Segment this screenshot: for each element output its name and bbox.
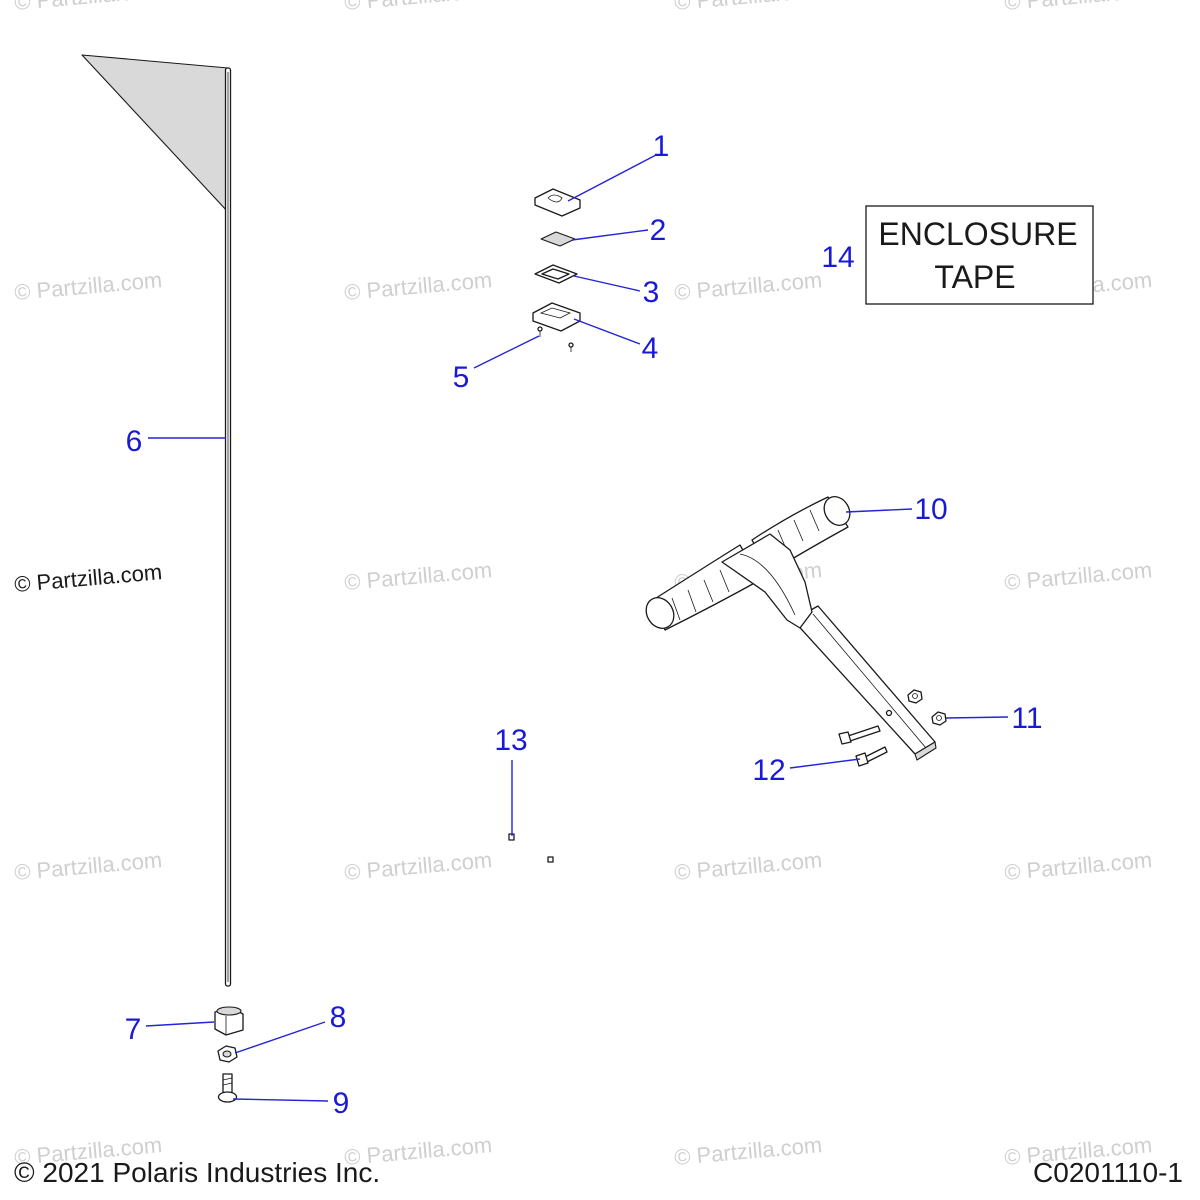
callout-6: 6: [126, 425, 143, 458]
leader-3: [573, 275, 641, 292]
callout-4: 4: [642, 332, 659, 365]
bolt-head: [217, 1091, 238, 1103]
watermark: © Partzilla.com: [343, 847, 493, 885]
callout-5: 5: [453, 361, 470, 394]
watermark-dark: © Partzilla.com: [13, 559, 163, 597]
diagram-code: C0201110-1: [1033, 1157, 1183, 1188]
leader-7: [145, 1021, 215, 1027]
watermark: © Partzilla.com: [1003, 847, 1153, 885]
leader-5: [473, 335, 540, 369]
callout-7: 7: [125, 1013, 142, 1046]
leader-2: [571, 229, 649, 241]
watermark: © Partzilla.com: [1003, 557, 1153, 595]
callout-11: 11: [1011, 702, 1042, 735]
t-handle-end-cap-left: [645, 597, 675, 629]
handle-nut-1: [907, 689, 923, 704]
callout-3: 3: [643, 276, 660, 309]
small-screws: [508, 833, 554, 863]
callout-10: 10: [914, 493, 947, 526]
leader-11: [945, 716, 1009, 719]
module-pad: [540, 231, 576, 247]
leader-10: [845, 508, 913, 513]
handle-nut-2: [931, 711, 947, 726]
callout-14: 14: [821, 241, 854, 274]
callout-9: 9: [333, 1087, 350, 1120]
t-handle-hub: [721, 533, 813, 629]
nut: [217, 1045, 238, 1063]
leader-4: [573, 318, 641, 345]
callout-2: 2: [650, 214, 667, 247]
leader-lines: [145, 154, 1009, 1102]
callout-numbers: 1 2 3 4 5 6 7 8 9 10 11 12 13 14: [125, 130, 1043, 1120]
module-stack: [532, 188, 581, 352]
copyright-text: © 2021 Polaris Industries Inc.: [14, 1157, 380, 1188]
handle-bolts: [838, 725, 888, 767]
bolt: [217, 1073, 238, 1103]
module-cap: [534, 188, 581, 217]
enclosure-tape-line2: TAPE: [934, 259, 1015, 295]
watermark: © Partzilla.com: [343, 557, 493, 595]
watermark: © Partzilla.com: [343, 267, 493, 305]
callout-13: 13: [494, 724, 527, 757]
watermark: © Partzilla.com: [343, 0, 493, 15]
leader-9: [232, 1098, 329, 1102]
enclosure-tape-frame: [865, 205, 1094, 305]
hex-mount: [214, 1006, 244, 1036]
module-gasket-inner: [541, 268, 570, 280]
footer: © 2021 Polaris Industries Inc. C0201110-…: [14, 1157, 1183, 1188]
t-handle-bolt-hole: [885, 709, 893, 717]
leader-12: [789, 758, 861, 769]
flag-pennant: [81, 54, 229, 213]
t-handle: [645, 496, 937, 761]
watermark: © Partzilla.com: [13, 267, 163, 305]
small-screw-2: [547, 856, 554, 863]
t-handle-end-cap-right: [823, 496, 851, 526]
watermark: © Partzilla.com: [13, 0, 163, 15]
watermark: © Partzilla.com: [13, 847, 163, 885]
watermark: © Partzilla.com: [1003, 0, 1153, 15]
watermarks: © Partzilla.com © Partzilla.com © Partzi…: [13, 0, 1153, 1170]
callout-12: 12: [752, 754, 785, 787]
leader-1: [567, 154, 657, 202]
watermark: © Partzilla.com: [673, 0, 823, 15]
callout-8: 8: [330, 1001, 347, 1034]
handle-bolt-1: [847, 725, 881, 742]
enclosure-tape-line1: ENCLOSURE: [878, 216, 1077, 252]
enclosure-tape-box: ENCLOSURE TAPE: [865, 205, 1094, 305]
handle-nuts: [907, 689, 947, 726]
handle-bolt-2: [864, 746, 888, 763]
watermark: © Partzilla.com: [673, 847, 823, 885]
flag-pole-assembly: [81, 54, 232, 987]
leader-8: [234, 1021, 326, 1054]
callout-1: 1: [653, 130, 670, 163]
watermark: © Partzilla.com: [673, 267, 823, 305]
watermark: © Partzilla.com: [673, 1132, 823, 1170]
hex-mount-top: [216, 1006, 242, 1016]
